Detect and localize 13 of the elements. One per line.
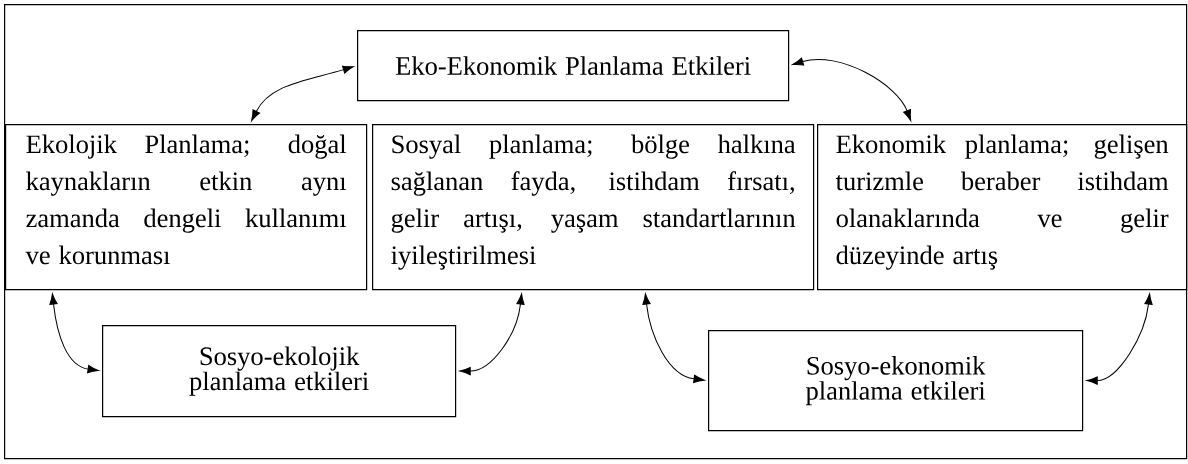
double-arrow	[1086, 293, 1153, 385]
double-arrow	[459, 293, 525, 376]
text-box: Sosyo-ekolojik planlama etkileri	[102, 325, 457, 418]
double-arrow	[792, 57, 912, 121]
text-box: Sosyo-ekonomik planlama etkileri	[708, 330, 1084, 432]
frame	[4, 4, 1188, 460]
text-box: Eko-Ekonomik Planlama Etkileri	[357, 30, 790, 102]
text-box: Ekonomik planlama; gelişen turizmle beraber istihdam olanaklarında ve gelir düzeyinde artış	[817, 124, 1188, 291]
double-arrow	[251, 65, 354, 122]
text-box: Ekolojik Planlama; doğal kaynakların etkin aynı zamanda dengeli kullanımı ve korunması	[5, 124, 368, 291]
double-arrow	[642, 293, 705, 383]
text-box: Sosyal planlama; bölge halkına sağlanan fayda, istihdam fırsatı, gelir artışı, yaşam standartlarının iyileştirilmesi	[372, 124, 815, 291]
double-arrow	[49, 293, 99, 374]
